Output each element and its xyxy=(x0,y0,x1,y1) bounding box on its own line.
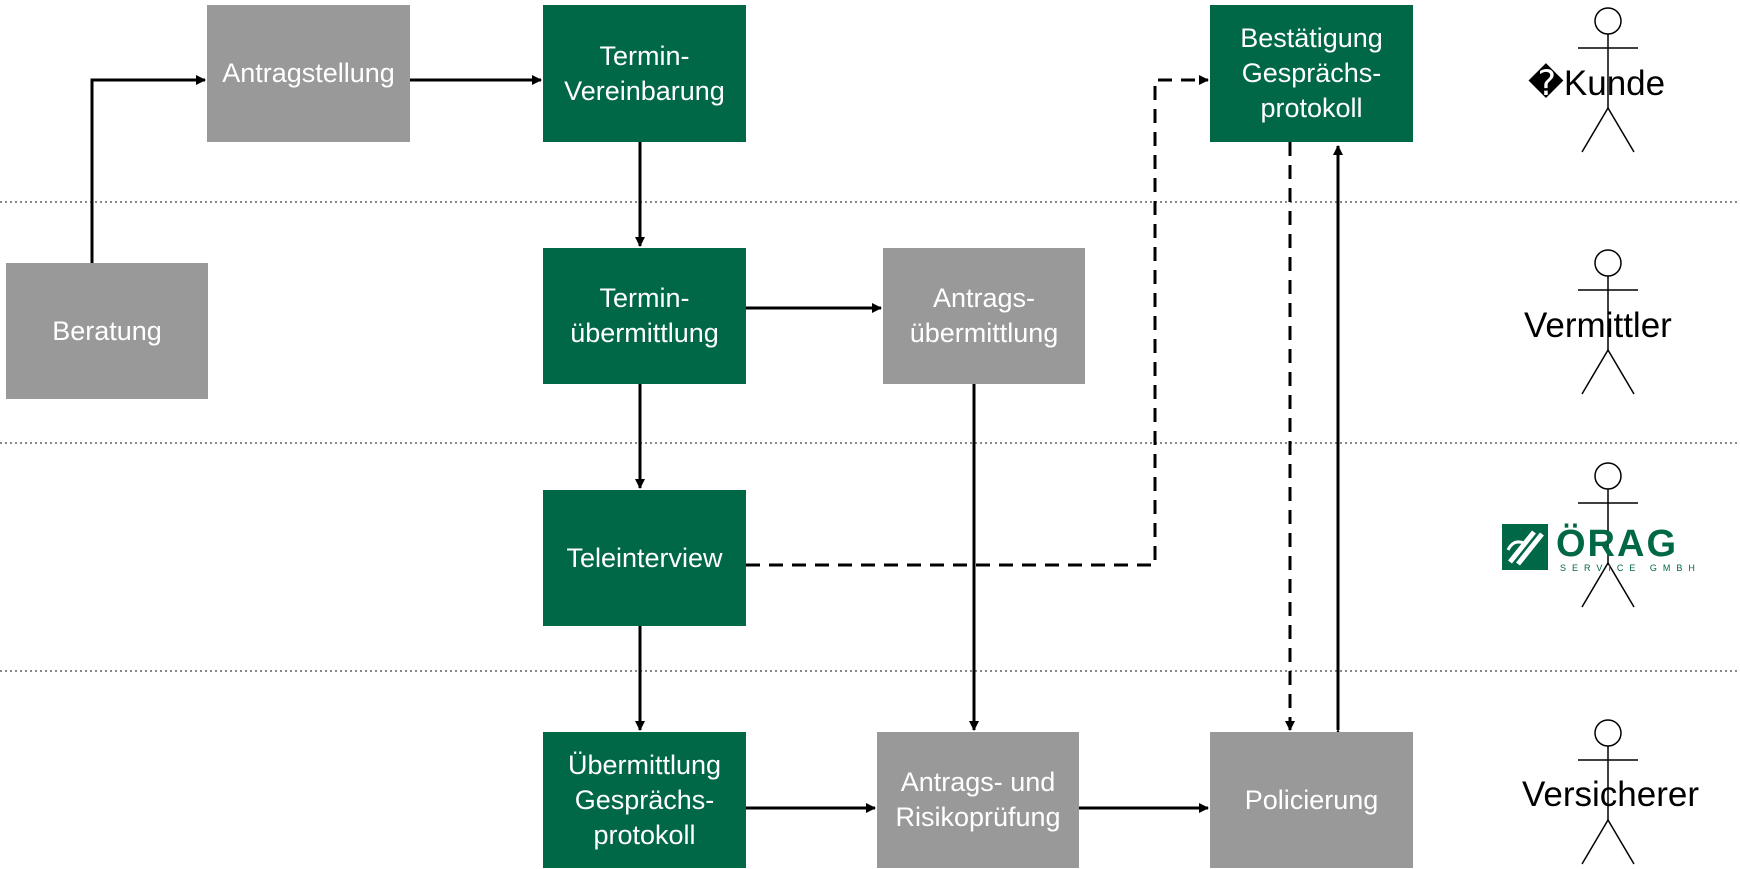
box-label: Antragstellung xyxy=(222,58,395,88)
logo-mark-icon xyxy=(1502,524,1548,570)
actor-figure xyxy=(1578,249,1638,395)
box-label: Beratung xyxy=(52,315,162,346)
dashed-arrow-teleinterview-bestaetigung xyxy=(746,75,1209,567)
box-uebermittlung-protokoll: Übermittlung Gesprächs- protokoll xyxy=(543,732,746,868)
logo-subtitle: SERVICE GMBH xyxy=(1560,563,1701,573)
box-label: Bestätigung Gesprächs- protokoll xyxy=(1240,23,1383,123)
actor-figure xyxy=(1578,719,1638,865)
lane-label-kunde: �Kunde xyxy=(1528,64,1666,103)
box-label: Teleinterview xyxy=(566,542,723,573)
box-antrags-risikopruefung: Antrags- und Risikoprüfung xyxy=(877,732,1079,868)
dashed-connectors xyxy=(746,75,1295,731)
box-antragstellung: Antragstellung xyxy=(207,5,410,142)
box-teleinterview: Teleinterview xyxy=(543,490,746,626)
box-antrags-uebermittlung: Antrags- übermittlung xyxy=(883,248,1085,384)
logo-wordmark: ÖRAG xyxy=(1556,522,1678,565)
lane-label-vermittler: Vermittler xyxy=(1524,306,1672,345)
actor-figure xyxy=(1578,462,1638,608)
lane-label-versicherer: Versicherer xyxy=(1522,775,1700,814)
box-termin-vereinbarung: Termin- Vereinbarung xyxy=(543,5,746,142)
box-label: Termin- Vereinbarung xyxy=(564,40,725,106)
box-beratung: Beratung xyxy=(6,263,208,399)
box-label: Antrags- übermittlung xyxy=(909,283,1059,348)
box-policierung: Policierung xyxy=(1210,732,1413,868)
connectors xyxy=(90,75,1343,813)
actor-figure xyxy=(1578,7,1638,153)
box-label: Termin- übermittlung xyxy=(570,283,719,348)
box-label: Policierung xyxy=(1244,784,1379,815)
arrow-beratung-antragstellung xyxy=(90,75,206,263)
box-label: Übermittlung Gesprächs- protokoll xyxy=(567,749,722,850)
box-bestaetigung-protokoll: Bestätigung Gesprächs- protokoll xyxy=(1210,5,1413,142)
box-label: Antrags- und Risikoprüfung xyxy=(895,767,1061,832)
oerag-logo: ÖRAG SERVICE GMBH xyxy=(1502,522,1701,573)
box-termin-uebermittlung: Termin- übermittlung xyxy=(543,248,746,384)
